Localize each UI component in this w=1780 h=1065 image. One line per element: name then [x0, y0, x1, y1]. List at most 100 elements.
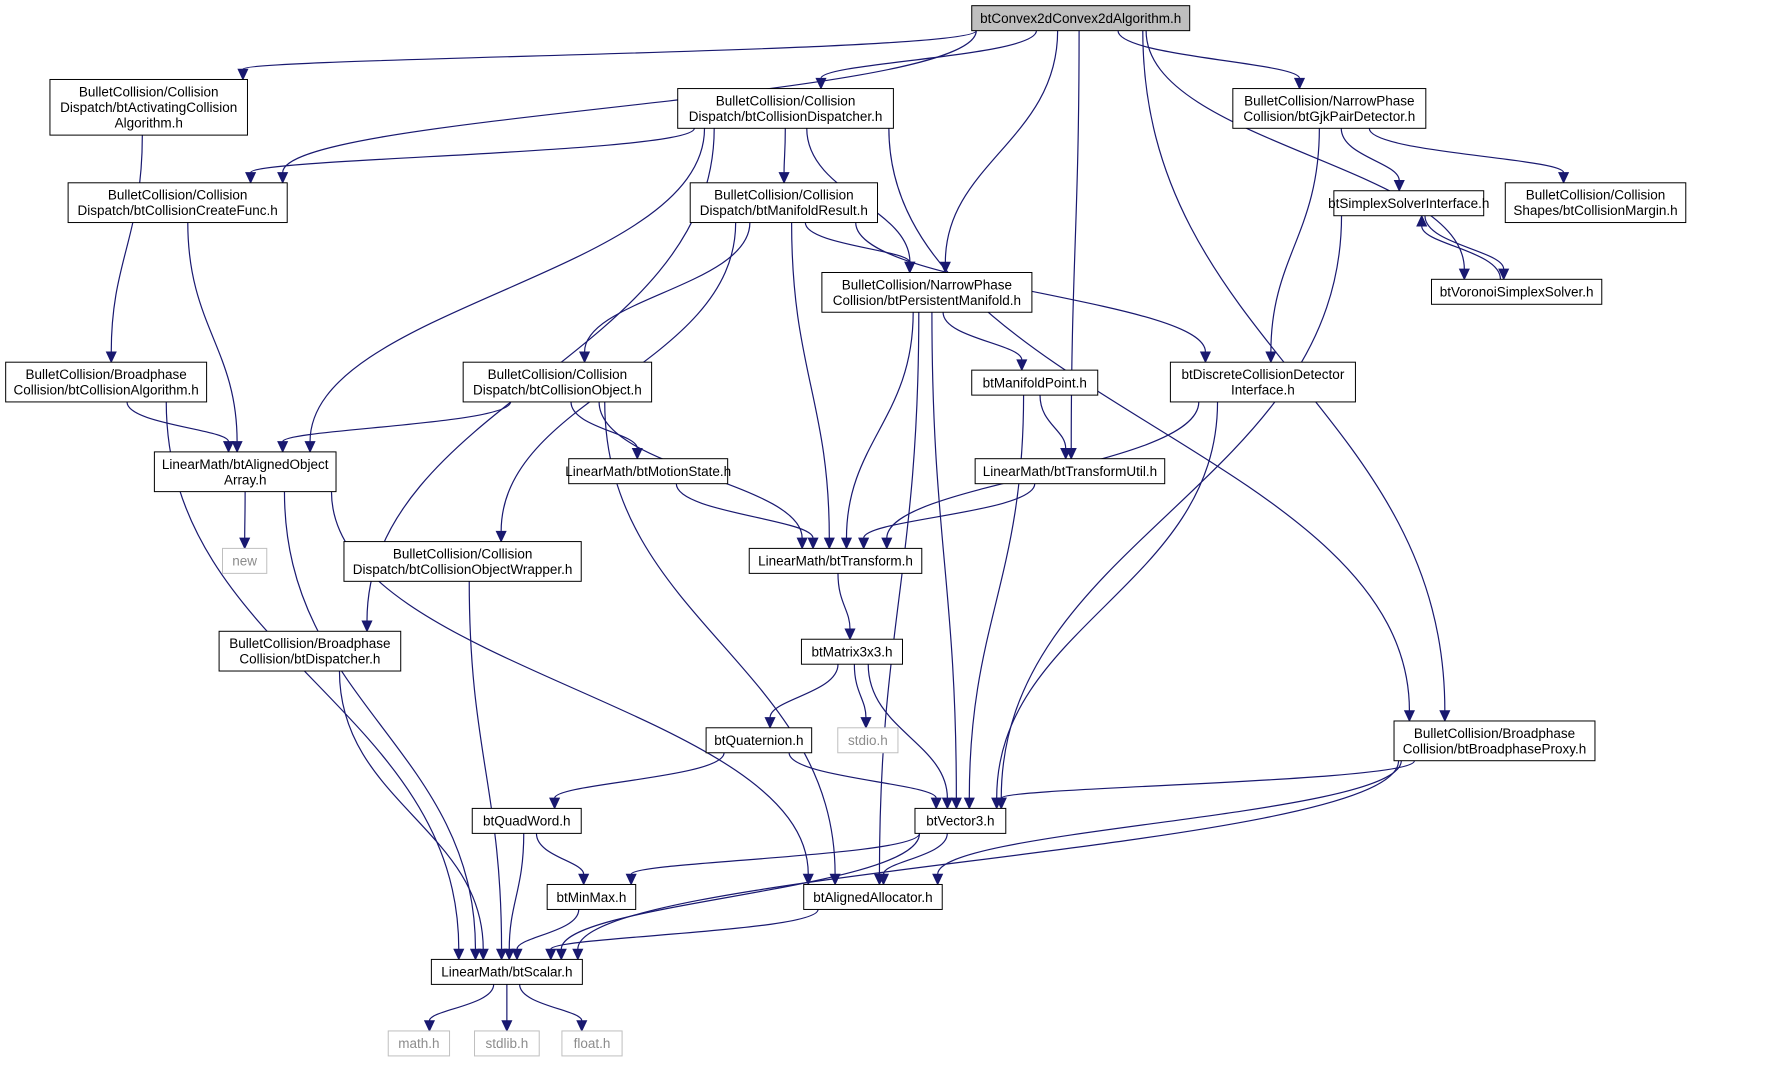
edge-line — [784, 128, 785, 172]
edge-line — [969, 395, 1023, 798]
arrowhead — [840, 537, 853, 550]
edge-alignedarray-to-new — [239, 492, 251, 550]
edge-line — [1422, 226, 1501, 279]
arrowhead — [877, 873, 890, 886]
node-matrix[interactable]: btMatrix3x3.h — [800, 638, 903, 665]
node-label: LinearMath/btTransform.h — [758, 554, 913, 569]
node-label: Collision/btBroadphaseProxy.h — [1403, 741, 1587, 756]
arrowhead — [904, 261, 916, 274]
node-label: Dispatch/btActivatingCollision — [60, 100, 237, 115]
node-object[interactable]: BulletCollision/CollisionDispatch/btColl… — [462, 361, 653, 403]
arrowhead — [963, 797, 975, 810]
edge-root-to-activating — [237, 31, 976, 81]
node-dispatcher[interactable]: BulletCollision/CollisionDispatch/btColl… — [677, 88, 894, 129]
edge-line — [1425, 216, 1504, 269]
node-allocator[interactable]: btAlignedAllocator.h — [803, 883, 943, 910]
node-vector3[interactable]: btVector3.h — [914, 807, 1007, 834]
arrowhead — [1060, 447, 1072, 460]
node-simplexiface[interactable]: btSimplexSolverInterface.h — [1328, 190, 1489, 217]
arrowhead — [477, 948, 489, 961]
arrowhead — [844, 628, 856, 641]
arrowhead — [796, 537, 808, 550]
node-label: BulletCollision/Collision — [108, 188, 248, 203]
edge-matrix-to-stdio — [854, 664, 872, 729]
node-motionstate[interactable]: LinearMath/btMotionState.h — [565, 458, 731, 485]
node-createfunc[interactable]: BulletCollision/CollisionDispatch/btColl… — [67, 182, 288, 224]
arrowhead — [503, 948, 515, 961]
node-proxy[interactable]: BulletCollision/BroadphaseCollision/btBr… — [1393, 720, 1596, 762]
edge-line — [1341, 128, 1399, 180]
node-label: Collision/btDispatcher.h — [239, 652, 380, 667]
node-box — [1169, 361, 1356, 403]
node-label: BulletCollision/Collision — [488, 367, 628, 382]
node-manifoldresult[interactable]: BulletCollision/CollisionDispatch/btMani… — [689, 182, 879, 224]
edge-line — [889, 128, 1410, 710]
arrowhead — [304, 441, 316, 454]
edge-gjk-to-discrete — [1265, 128, 1319, 364]
edge-scalar-to-float — [520, 984, 588, 1033]
arrowhead — [807, 537, 819, 550]
node-float: float.h — [561, 1030, 623, 1057]
node-quaternion[interactable]: btQuaternion.h — [705, 727, 813, 754]
node-gjk[interactable]: BulletCollision/NarrowPhaseCollision/btG… — [1232, 88, 1427, 129]
edge-line — [251, 128, 695, 172]
edge-proxy-to-allocator — [932, 761, 1401, 886]
node-manifoldpoint[interactable]: btManifoldPoint.h — [971, 369, 1099, 396]
arrowhead — [631, 447, 643, 460]
edge-matrix-to-quaternion — [764, 664, 838, 729]
node-scalar[interactable]: LinearMath/btScalar.h — [430, 958, 583, 985]
node-quadword[interactable]: btQuadWord.h — [471, 807, 582, 834]
node-label: BulletCollision/NarrowPhase — [842, 277, 1012, 292]
node-algorithm[interactable]: BulletCollision/BroadphaseCollision/btCo… — [5, 361, 208, 403]
edge-btdispatcher-to-scalar — [339, 671, 489, 961]
edge-root-to-createfunc — [277, 31, 976, 184]
edge-line — [1001, 761, 1414, 798]
edge-line — [868, 664, 947, 798]
edge-root-to-gjk — [1118, 31, 1306, 90]
node-label: LinearMath/btMotionState.h — [565, 464, 731, 479]
edge-line — [864, 484, 1035, 538]
edge-layer — [105, 31, 1570, 1033]
edge-line — [188, 223, 237, 442]
node-transformutil[interactable]: LinearMath/btTransformUtil.h — [974, 458, 1166, 485]
edge-line — [111, 135, 142, 352]
arrowhead — [802, 873, 814, 886]
node-box — [222, 547, 268, 574]
arrowhead — [1293, 77, 1306, 90]
edge-line — [284, 492, 475, 950]
edge-line — [932, 312, 956, 798]
edge-line — [509, 833, 524, 949]
node-label: btMinMax.h — [557, 890, 627, 905]
edge-proxy-to-scalar — [572, 761, 1399, 961]
edge-algorithm-to-scalar — [166, 402, 465, 961]
arrowhead — [1199, 351, 1211, 364]
node-label: BulletCollision/Broadphase — [25, 367, 186, 382]
edge-dispatcher-to-createfunc — [245, 128, 695, 184]
node-objectwrapper[interactable]: BulletCollision/CollisionDispatch/btColl… — [343, 541, 582, 582]
node-box — [430, 958, 583, 985]
arrowhead — [1498, 268, 1510, 281]
edge-line — [283, 402, 511, 442]
node-label: math.h — [398, 1036, 439, 1051]
node-voronoi[interactable]: btVoronoiSimplexSolver.h — [1430, 278, 1603, 305]
edge-line — [792, 223, 830, 539]
edge-voronoi-to-simplexiface — [1416, 214, 1501, 280]
node-transform[interactable]: LinearMath/btTransform.h — [748, 547, 923, 574]
edge-dispatcher-to-alignedarray — [304, 128, 704, 454]
node-box — [49, 78, 248, 136]
node-box — [1504, 182, 1687, 224]
node-activating[interactable]: BulletCollision/CollisionDispatch/btActi… — [49, 78, 248, 136]
edge-quaternion-to-quadword — [549, 753, 724, 810]
edge-line — [883, 833, 947, 874]
arrowhead — [469, 948, 482, 961]
node-btdispatcher[interactable]: BulletCollision/BroadphaseCollision/btDi… — [218, 630, 402, 672]
node-box — [471, 807, 582, 834]
edge-root-to-persistent — [939, 31, 1058, 274]
node-persistent[interactable]: BulletCollision/NarrowPhaseCollision/btP… — [821, 271, 1033, 313]
node-margin[interactable]: BulletCollision/CollisionShapes/btCollis… — [1504, 182, 1687, 224]
arrowhead — [578, 873, 590, 886]
node-minmax[interactable]: btMinMax.h — [546, 883, 637, 910]
